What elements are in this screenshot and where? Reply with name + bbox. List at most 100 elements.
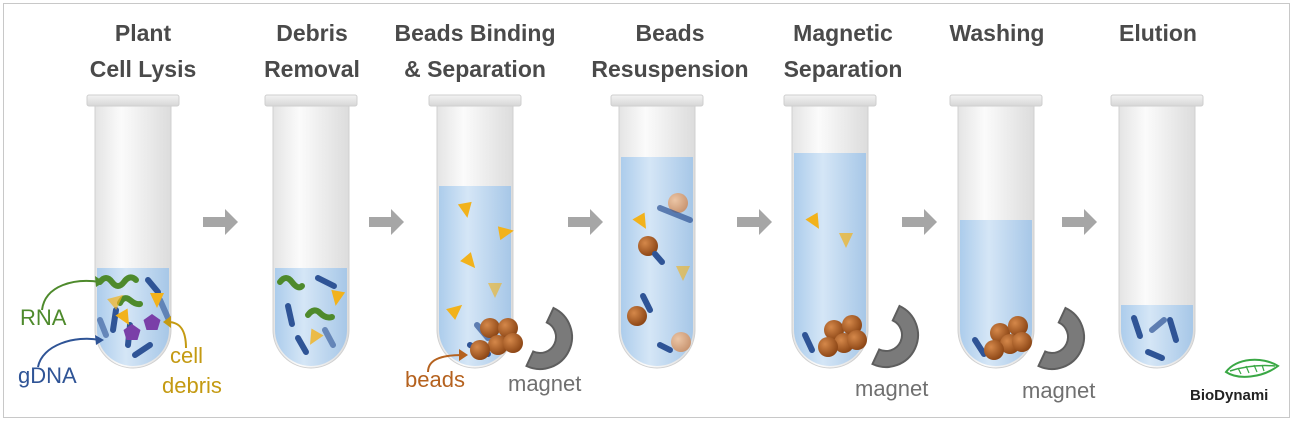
gdna-fragment	[1149, 317, 1167, 333]
gdna-fragment	[657, 342, 673, 353]
magnetic-bead	[984, 340, 1004, 360]
cell-debris-pentagon	[143, 314, 161, 330]
magnetic-bead	[1012, 332, 1032, 352]
beads-pointer-line	[427, 354, 464, 373]
magnetic-bead	[470, 340, 490, 360]
debris-pointer	[163, 316, 187, 349]
magnetic-bead	[847, 330, 867, 350]
rna-pointer-line	[41, 279, 101, 311]
gdna-fragment	[802, 332, 815, 353]
step-title-washing: Washing	[949, 20, 1045, 46]
magnetic-bead	[488, 335, 508, 355]
tube-liquid	[1121, 305, 1193, 366]
tube-2	[264, 94, 358, 369]
magnet-label-3: magnet	[1022, 378, 1096, 403]
magnet-icon	[525, 306, 573, 370]
gdna-fragment	[132, 342, 153, 358]
debris-particle	[331, 289, 346, 306]
debris-particle	[446, 304, 463, 320]
debris-particle	[115, 308, 129, 325]
magnet-label-1: magnet	[508, 371, 582, 396]
magnetic-bead	[627, 306, 647, 326]
debris-pointer-head	[163, 316, 171, 328]
rna-pointer-head	[95, 276, 104, 287]
rna-label: RNA	[20, 305, 67, 330]
debris-particle	[107, 294, 124, 310]
step-arrow-3	[568, 209, 603, 235]
biodynami-logo	[1224, 358, 1280, 378]
beads-label: beads	[405, 367, 465, 392]
gdna-fragment	[295, 335, 309, 355]
debris-particle	[310, 328, 324, 345]
cell-debris-pentagon	[123, 324, 141, 340]
gdna-fragment	[1131, 315, 1143, 339]
step-title-beads-binding: Beads Binding& Separation	[394, 20, 556, 82]
logo-text: BioDynami	[1190, 387, 1269, 404]
debris-particle	[150, 293, 164, 308]
debris-particle	[497, 226, 514, 241]
magnetic-bead	[668, 193, 688, 213]
debris-particle	[839, 233, 853, 248]
debris-particle	[632, 212, 646, 229]
tube-liquid	[794, 153, 866, 366]
tube-5	[783, 94, 919, 369]
tube-cap	[610, 94, 704, 107]
debris-label: debris	[162, 373, 222, 398]
tube-cap	[86, 94, 180, 107]
debris-particle	[488, 283, 502, 298]
gdna-fragment	[322, 327, 336, 348]
magnet-label-2: magnet	[855, 376, 929, 401]
gdna-fragment	[157, 297, 171, 321]
tube-cap	[949, 94, 1043, 107]
debris-particle	[805, 212, 819, 229]
magnetic-bead	[1008, 316, 1028, 336]
gdna-fragment	[285, 303, 295, 327]
step-arrow-2	[369, 209, 404, 235]
tube-cap	[264, 94, 358, 107]
gdna-fragment	[1167, 317, 1179, 343]
tube-cap	[428, 94, 522, 107]
gdna-fragment	[640, 293, 653, 313]
tube-7	[1110, 94, 1204, 369]
gdna-fragment	[110, 307, 119, 333]
gdna-fragment	[315, 275, 337, 289]
tube-body	[1118, 103, 1196, 369]
gdna-fragment	[145, 277, 161, 295]
magnetic-bead	[480, 318, 500, 338]
magnetic-bead	[818, 337, 838, 357]
gdna-fragment	[1145, 349, 1165, 361]
gdna-label: gDNA	[18, 363, 77, 388]
step-arrow-5	[902, 209, 937, 235]
tube-6	[949, 94, 1085, 370]
magnetic-bead	[638, 236, 658, 256]
rna-strand	[117, 295, 143, 308]
gdna-pointer-line	[37, 337, 101, 368]
cell-label: cell	[170, 343, 204, 368]
debris-particle	[676, 266, 690, 281]
magnetic-bead	[503, 333, 523, 353]
step-title-elution: Elution	[1119, 20, 1197, 46]
rna-strand	[305, 307, 335, 321]
magnet-icon	[871, 304, 919, 368]
gdna-pointer-head	[95, 335, 104, 345]
magnet-icon	[1037, 306, 1085, 370]
gdna-fragment	[657, 205, 693, 223]
gdna-pointer	[37, 335, 104, 368]
gdna-fragment	[972, 337, 987, 357]
beads-pointer	[427, 349, 468, 373]
gdna-fragment	[97, 317, 109, 338]
debris-particle	[457, 201, 472, 218]
tube-3	[428, 94, 573, 370]
beads-pointer-head	[459, 349, 468, 361]
step-arrow-4	[737, 209, 772, 235]
tube-4	[610, 94, 704, 369]
step-arrow-1	[203, 209, 238, 235]
tube-liquid	[275, 268, 347, 366]
rna-strand	[97, 274, 139, 289]
tube-liquid	[97, 268, 169, 366]
